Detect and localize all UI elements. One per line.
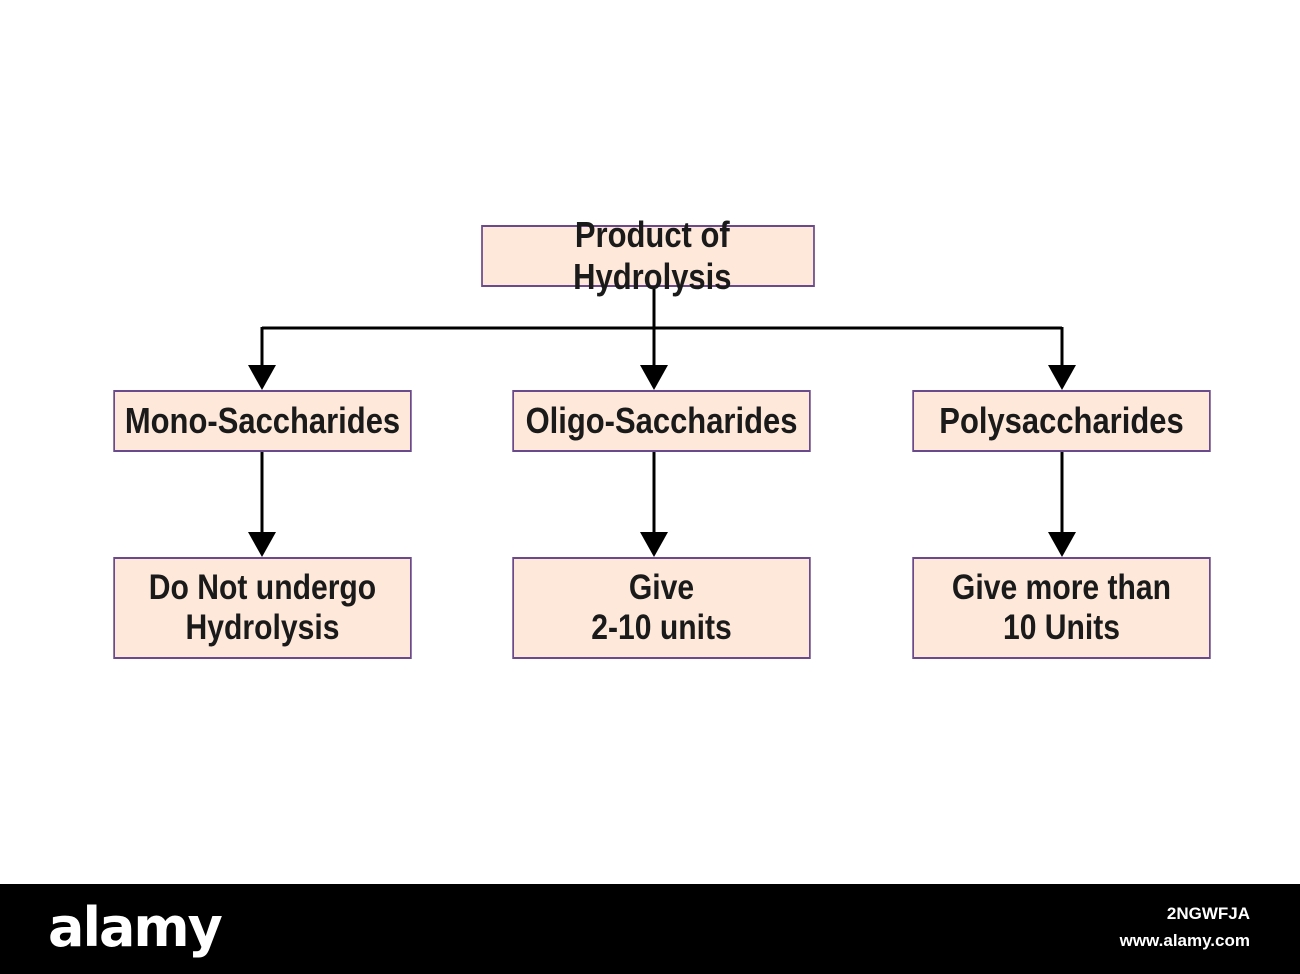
arrowhead-poly-result (1048, 532, 1076, 557)
arrowhead-oligo (640, 365, 668, 390)
category-label: Oligo-Saccharides (525, 400, 798, 441)
site-url: www.alamy.com (1119, 931, 1250, 950)
watermark-bar: alamy 2NGWFJA www.alamy.com (0, 884, 1300, 974)
arrowhead-mono (248, 365, 276, 390)
result-line-2: Hydrolysis (185, 608, 340, 647)
arrowhead-poly (1048, 365, 1076, 390)
category-node-mono: Mono-Saccharides (113, 390, 412, 452)
root-label: Product of Hydrolysis (573, 214, 732, 297)
result-line-1: Do Not undergo (148, 568, 377, 607)
result-line-1: Give (628, 568, 695, 607)
arrowhead-mono-result (248, 532, 276, 557)
image-id: 2NGWFJA (1166, 904, 1250, 923)
result-node-mono: Do Not undergo Hydrolysis (113, 557, 412, 659)
alamy-logo: alamy (48, 896, 223, 959)
result-line-1: Give more than (951, 568, 1172, 607)
arrowhead-oligo-result (640, 532, 668, 557)
result-node-poly: Give more than 10 Units (912, 557, 1211, 659)
category-label: Mono-Saccharides (124, 400, 401, 441)
result-line-2: 10 Units (1002, 608, 1121, 647)
category-label: Polysaccharides (939, 400, 1184, 441)
result-node-oligo: Give 2-10 units (512, 557, 811, 659)
connector-lines (248, 287, 1076, 557)
category-node-poly: Polysaccharides (912, 390, 1211, 452)
category-node-oligo: Oligo-Saccharides (512, 390, 811, 452)
root-node: Product of Hydrolysis (481, 214, 815, 297)
result-line-2: 2-10 units (591, 608, 732, 647)
diagram-canvas: Product of Hydrolysis Mono-Saccharides O… (113, 214, 1211, 659)
